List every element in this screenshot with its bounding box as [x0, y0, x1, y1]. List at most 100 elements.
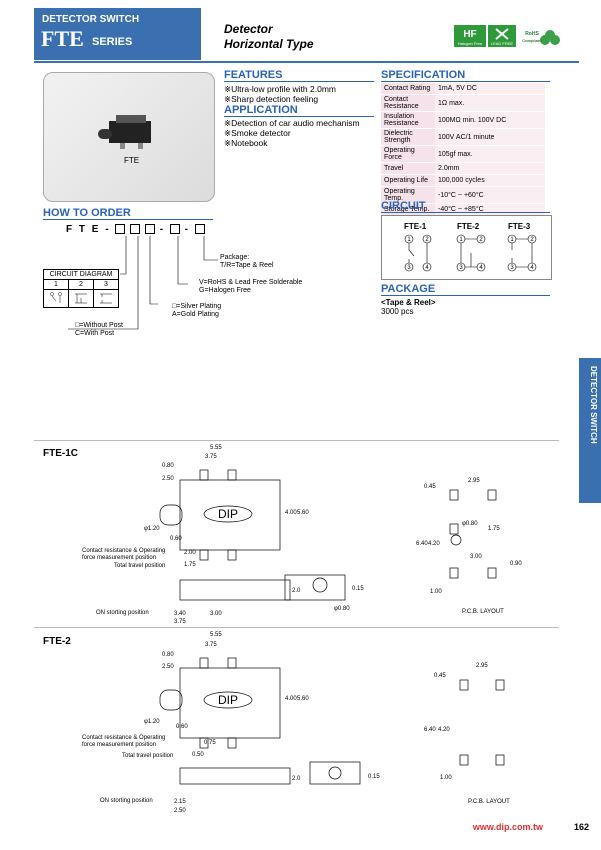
order-leader-lines: [68, 236, 218, 330]
svg-text:3.75: 3.75: [205, 454, 217, 460]
svg-text:1.00: 1.00: [440, 775, 452, 781]
svg-text:0.75: 0.75: [204, 740, 216, 746]
svg-text:force measurement position: force measurement position: [82, 555, 156, 561]
drawing1-pcb: 2.95 0.45 φ0.80 1.75 6.40 4.20 3.00 0.90…: [416, 478, 522, 615]
order-code-prefix: F T E -: [66, 224, 111, 235]
svg-text:φ0.80: φ0.80: [462, 521, 478, 527]
svg-text:0.15: 0.15: [368, 774, 380, 780]
svg-text:2.50: 2.50: [162, 476, 174, 482]
order-box-solder: [169, 224, 180, 235]
svg-text:3.00: 3.00: [210, 611, 222, 617]
section-divider: [34, 627, 559, 628]
switch-image: FTE: [98, 115, 151, 165]
svg-text:P.C.B. LAYOUT: P.C.B. LAYOUT: [462, 609, 504, 615]
svg-text:5.55: 5.55: [210, 632, 222, 638]
svg-text:Total travel position: Total travel position: [114, 563, 165, 569]
svg-text:φ0.80: φ0.80: [334, 606, 350, 612]
svg-text:Total travel position: Total travel position: [122, 753, 173, 759]
svg-text:3.75: 3.75: [174, 619, 186, 625]
side-tab-label: DETECTOR SWITCH: [589, 366, 598, 444]
drawing1-label: FTE-1C: [43, 448, 78, 459]
svg-text:2.50: 2.50: [174, 808, 186, 814]
svg-text:1: 1: [407, 237, 411, 243]
svg-text:2.0: 2.0: [292, 776, 301, 782]
svg-text:φ1.20: φ1.20: [144, 526, 160, 532]
order-box-circuit: [115, 224, 126, 235]
svg-text:4: 4: [479, 265, 483, 271]
application-title: APPLICATION: [224, 104, 374, 117]
svg-text:2: 2: [479, 237, 483, 243]
svg-text:3.40: 3.40: [174, 611, 186, 617]
svg-text:RoHS: RoHS: [525, 31, 539, 37]
svg-text:1.75: 1.75: [184, 562, 196, 568]
circuit-box: FTE-1 FTE-2 FTE-3 1 2 3 4 1 2 3 4 1 2 3 …: [381, 215, 552, 280]
svg-text:3: 3: [407, 265, 411, 271]
drawing2-label: FTE-2: [43, 636, 71, 647]
features-title: FEATURES: [224, 69, 374, 82]
photo-caption: FTE: [124, 156, 139, 165]
svg-text:0.80: 0.80: [162, 463, 174, 469]
page-number: 162: [574, 822, 590, 832]
package-note: Package:T/R=Tape & Reel: [220, 254, 274, 269]
drawing2-mechanical: DIP 5.55 3.75 0.80 2.50 4.00 5.60 φ1.20 …: [82, 632, 380, 814]
svg-text:3: 3: [510, 265, 514, 271]
series-word: SERIES: [92, 36, 133, 48]
features-list: ※Ultra-low profile with 2.0mm ※Sharp det…: [224, 84, 336, 104]
package-title: PACKAGE: [381, 283, 550, 296]
package-qty: 3000 pcs: [381, 307, 414, 316]
how-to-order-title: HOW TO ORDER: [43, 207, 213, 220]
application-item: ※Detection of car audio mechanism: [224, 118, 360, 128]
product-photo: FTE: [43, 72, 215, 202]
svg-text:1.00: 1.00: [430, 589, 442, 595]
svg-text:0.45: 0.45: [434, 673, 446, 679]
product-title: Detector Horizontal Type: [224, 22, 314, 52]
spec-row: Operating Temp.-10°C ~ +60°C: [381, 186, 545, 204]
drawing2-logo: DIP: [218, 693, 238, 707]
svg-text:ON storting position: ON storting position: [96, 610, 149, 616]
svg-text:1.75: 1.75: [488, 526, 500, 532]
header-banner: [34, 8, 201, 60]
svg-text:4: 4: [425, 265, 429, 271]
application-item: ※Notebook: [224, 138, 268, 148]
title-line-2: Horizontal Type: [224, 37, 314, 51]
svg-text:force measurement position: force measurement position: [82, 742, 156, 748]
svg-text:1: 1: [510, 237, 514, 243]
svg-text:3.75: 3.75: [205, 642, 217, 648]
svg-text:0.15: 0.15: [352, 586, 364, 592]
svg-text:0.60: 0.60: [176, 724, 188, 730]
svg-text:Halogen Free: Halogen Free: [458, 41, 483, 46]
drawing1-logo: DIP: [218, 507, 238, 521]
svg-text:2.00: 2.00: [184, 550, 196, 556]
section-divider: [34, 440, 559, 441]
feature-item: ※Ultra-low profile with 2.0mm: [224, 84, 336, 94]
side-tab: [579, 358, 601, 503]
svg-text:Compliant: Compliant: [522, 38, 542, 43]
order-box-package: [194, 224, 205, 235]
header-rule: [34, 61, 579, 63]
svg-text:4: 4: [530, 265, 534, 271]
svg-text:Contact resistance & Operating: Contact resistance & Operating: [82, 548, 165, 554]
svg-text:6.40: 6.40: [424, 727, 436, 733]
circuit-label-1: FTE-1: [404, 222, 427, 231]
svg-text:1: 1: [459, 237, 463, 243]
circuit-diagrams: FTE-1 FTE-2 FTE-3 1 2 3 4 1 2 3 4 1 2 3 …: [404, 222, 537, 272]
circuit-diagram-title: CIRCUIT DIAGRAM: [43, 269, 119, 280]
svg-text:5.55: 5.55: [210, 445, 222, 451]
specification-title: SPECIFICATION: [381, 69, 550, 82]
order-code: F T E - - -: [66, 224, 205, 235]
svg-text:4.00: 4.00: [285, 510, 297, 516]
svg-text:5.60: 5.60: [297, 696, 309, 702]
footer-url[interactable]: www.dip.com.tw: [472, 822, 543, 832]
svg-text:2.50: 2.50: [162, 664, 174, 670]
feature-item: ※Sharp detection feeling: [224, 94, 319, 104]
svg-text:3.00: 3.00: [470, 554, 482, 560]
order-box-post: [130, 224, 141, 235]
svg-text:2.95: 2.95: [476, 663, 488, 669]
